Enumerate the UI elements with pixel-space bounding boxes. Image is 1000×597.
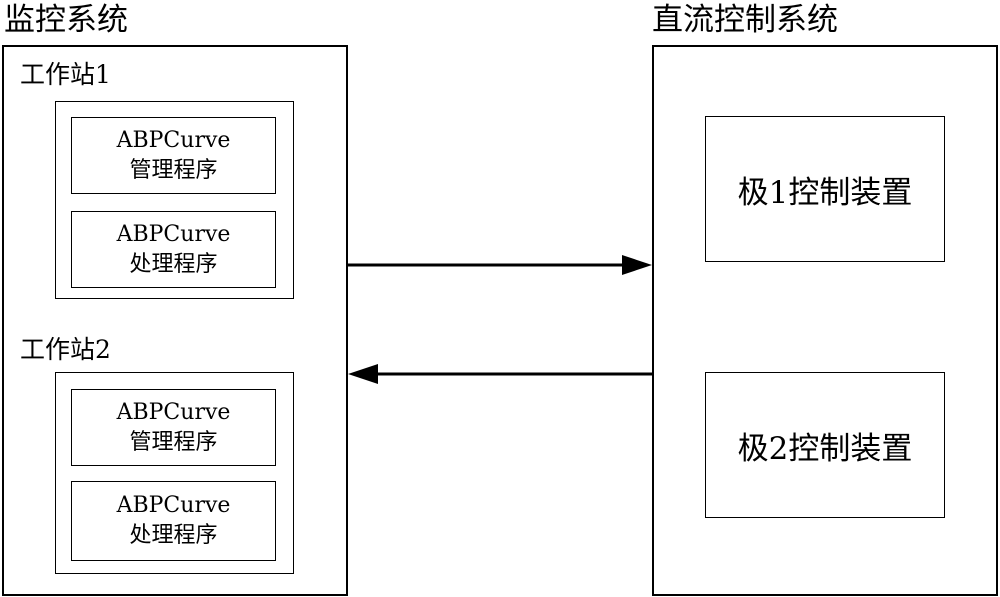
ws2-processing-program: ABPCurve 处理程序 xyxy=(71,481,276,561)
dc-control-system-title: 直流控制系统 xyxy=(652,2,838,38)
program-type: 管理程序 xyxy=(129,429,218,455)
program-name: ABPCurve xyxy=(116,127,231,153)
monitoring-system-title: 监控系统 xyxy=(4,2,128,38)
program-type: 管理程序 xyxy=(129,157,218,183)
ws1-management-program: ABPCurve 管理程序 xyxy=(71,117,276,194)
workstation-1-box xyxy=(55,101,294,299)
workstation-2-box xyxy=(55,372,294,574)
program-name: ABPCurve xyxy=(116,221,231,247)
ws2-management-program: ABPCurve 管理程序 xyxy=(71,389,276,466)
workstation-2-title: 工作站2 xyxy=(20,335,111,364)
program-type: 处理程序 xyxy=(129,523,218,548)
workstation-1-title: 工作站1 xyxy=(20,60,111,89)
program-name: ABPCurve xyxy=(116,493,231,518)
program-name: ABPCurve xyxy=(116,399,231,425)
program-type: 处理程序 xyxy=(129,251,218,277)
ws1-processing-program: ABPCurve 处理程序 xyxy=(71,211,276,288)
pole-1-control-device: 极1控制装置 xyxy=(705,116,945,262)
pole-2-control-device: 极2控制装置 xyxy=(705,372,945,518)
arrow-dc-to-monitoring xyxy=(348,364,652,384)
arrow-monitoring-to-dc xyxy=(348,255,652,275)
dc-control-system-box xyxy=(652,45,998,596)
